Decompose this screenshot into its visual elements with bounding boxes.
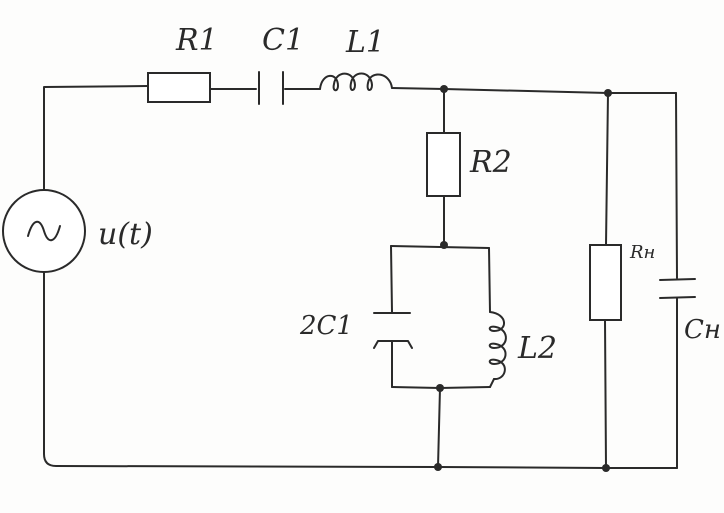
junction-node <box>602 464 610 472</box>
wire-branch-top <box>390 245 490 249</box>
label-l1: L1 <box>345 25 385 60</box>
label-2c1: 2C1 <box>299 311 353 341</box>
wire-top-rail <box>391 87 677 94</box>
label-rn: Rн <box>629 242 655 263</box>
wire-branch-to-bottom <box>437 387 441 468</box>
capacitor-cn-plate-top <box>659 278 696 281</box>
wire-bottom-rail <box>43 271 678 469</box>
wire-branch-right-bottom <box>489 378 495 388</box>
label-r1: R1 <box>175 23 218 58</box>
junction-nodes <box>434 85 612 472</box>
wire-branch-left-top <box>390 245 393 313</box>
junction-node <box>434 463 442 471</box>
junction-node <box>440 85 448 93</box>
wire-cn-top <box>675 92 678 279</box>
sine-wave-icon <box>27 220 61 242</box>
junction-node <box>436 384 444 392</box>
capacitor-cn-plate-bottom <box>659 296 696 299</box>
capacitor-cn <box>659 278 696 299</box>
capacitor-c1 <box>258 71 284 105</box>
label-r2: R2 <box>469 145 512 180</box>
wire-source-to-r1 <box>43 85 149 191</box>
ac-voltage-source <box>2 189 86 273</box>
resistor-r1 <box>147 72 211 103</box>
wire-branch-right-top <box>488 247 491 313</box>
wire-rn-top <box>605 92 609 246</box>
inductor-l2 <box>488 311 507 380</box>
capacitor-2c1-plate-bottom <box>373 340 413 349</box>
junction-node <box>440 241 448 249</box>
label-cn: Cн <box>684 315 721 345</box>
wires <box>43 85 678 469</box>
label-source: u(t) <box>98 217 153 252</box>
labels: R1 C1 L1 R2 u(t) 2C1 L2 Rн Cн <box>98 23 721 366</box>
inductor-l1 <box>319 72 393 92</box>
junction-node <box>604 89 612 97</box>
capacitor-2c1 <box>373 312 413 349</box>
label-c1: C1 <box>262 23 304 58</box>
label-l2: L2 <box>517 331 557 366</box>
resistor-r2 <box>426 132 461 197</box>
wire-rn-bottom <box>604 319 607 469</box>
resistor-rn <box>589 244 622 321</box>
